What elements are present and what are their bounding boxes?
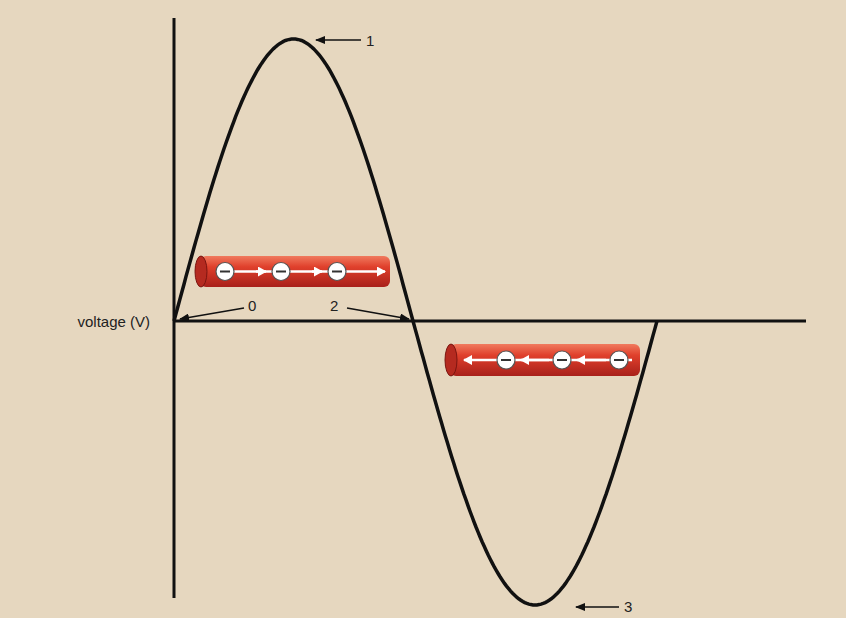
wire-reverse [445, 344, 640, 376]
leader-arrow [576, 606, 619, 608]
axis-label: voltage (V) [77, 314, 150, 329]
callout-number: 1 [366, 33, 374, 48]
horizontal-axis [174, 320, 806, 323]
callout-number: 2 [330, 298, 338, 313]
sine-curve [174, 39, 657, 605]
vertical-axis [173, 18, 176, 598]
wire-forward [195, 256, 390, 287]
callout-number: 3 [624, 599, 632, 614]
leader-arrow [316, 39, 361, 41]
callout-number: 0 [248, 298, 256, 313]
leader-arrow [180, 308, 244, 319]
leader-arrow [347, 308, 409, 319]
